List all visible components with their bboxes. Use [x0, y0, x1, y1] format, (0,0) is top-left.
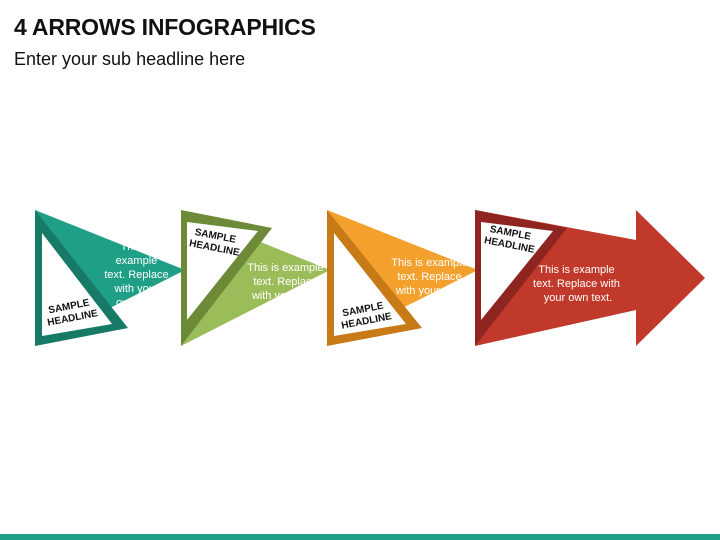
arrow-step-3-text-line3: with your own	[395, 285, 463, 297]
arrow-step-4-text-line1: This is example	[538, 264, 614, 276]
arrow-step-2-text-line3: with your own	[251, 290, 319, 302]
arrow-step-4-text-line2: text. Replace with	[533, 278, 620, 290]
arrow-step-1: SAMPLE HEADLINE This is example text. Re…	[35, 210, 185, 346]
arrow-step-3: SAMPLE HEADLINE This is example text. Re…	[327, 210, 478, 346]
arrow-step-4-text-line3: your own text.	[544, 292, 612, 304]
footer-accent-bar	[0, 534, 720, 540]
arrow-step-3-text-line2: text. Replace	[397, 271, 461, 283]
arrow-step-3-text-line4: text.	[421, 299, 442, 311]
arrow-step-4-headline-box	[481, 222, 553, 320]
arrow-step-2: SAMPLE HEADLINE This is example text. Re…	[181, 210, 330, 346]
arrow-step-2-text-line1: This is example	[247, 262, 323, 274]
arrow-step-1-text-line3: text. Replace	[104, 269, 168, 281]
arrow-step-3-text-line1: This is example	[391, 257, 467, 269]
arrow-step-2-text: This is example text. Replace with your …	[247, 262, 326, 316]
arrow-step-4: SAMPLE HEADLINE This is example text. Re…	[475, 210, 705, 346]
arrow-step-1-headline-box	[42, 233, 112, 336]
arrow-step-1-text-line2: example	[116, 255, 158, 267]
arrow-step-1-text: This is example text. Replace with your …	[104, 241, 171, 309]
arrow-step-2-headline-box	[187, 222, 258, 320]
arrow-step-1-text-line5: own text.	[116, 297, 160, 309]
arrow-step-2-text-line4: text.	[277, 304, 298, 316]
arrow-step-3-text: This is example text. Replace with your …	[391, 257, 470, 311]
arrow-step-4-text: This is example text. Replace with your …	[533, 264, 623, 304]
arrow-step-2-text-line2: text. Replace	[253, 276, 317, 288]
arrow-step-1-text-line4: with your	[113, 283, 158, 295]
page-subtitle: Enter your sub headline here	[14, 49, 246, 69]
page-title: 4 ARROWS INFOGRAPHICS	[14, 14, 316, 40]
arrow-step-3-headline-box	[334, 233, 406, 336]
arrow-step-1-text-line1: This is	[121, 241, 153, 253]
